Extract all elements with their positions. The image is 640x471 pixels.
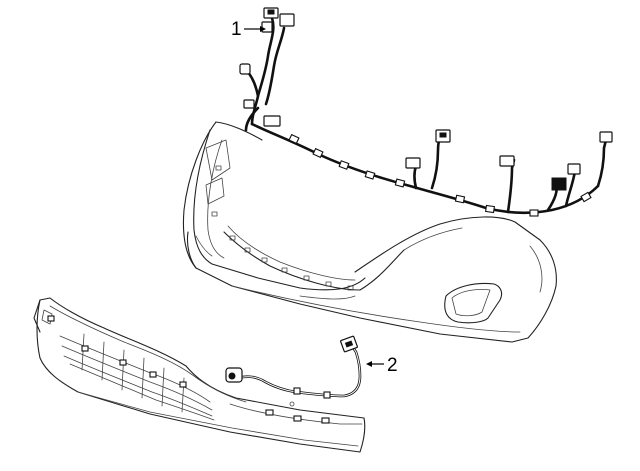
- callout-2: 2: [366, 355, 398, 376]
- callout-number-2: 2: [387, 355, 398, 376]
- callout-1: 1: [231, 19, 266, 40]
- wiring-harness-1: [239, 7, 613, 217]
- callout-number-1: 1: [231, 19, 242, 40]
- camera-harness-2: [225, 335, 362, 399]
- front-bumper-cover: [182, 121, 557, 343]
- lower-grille-valance: [33, 297, 366, 453]
